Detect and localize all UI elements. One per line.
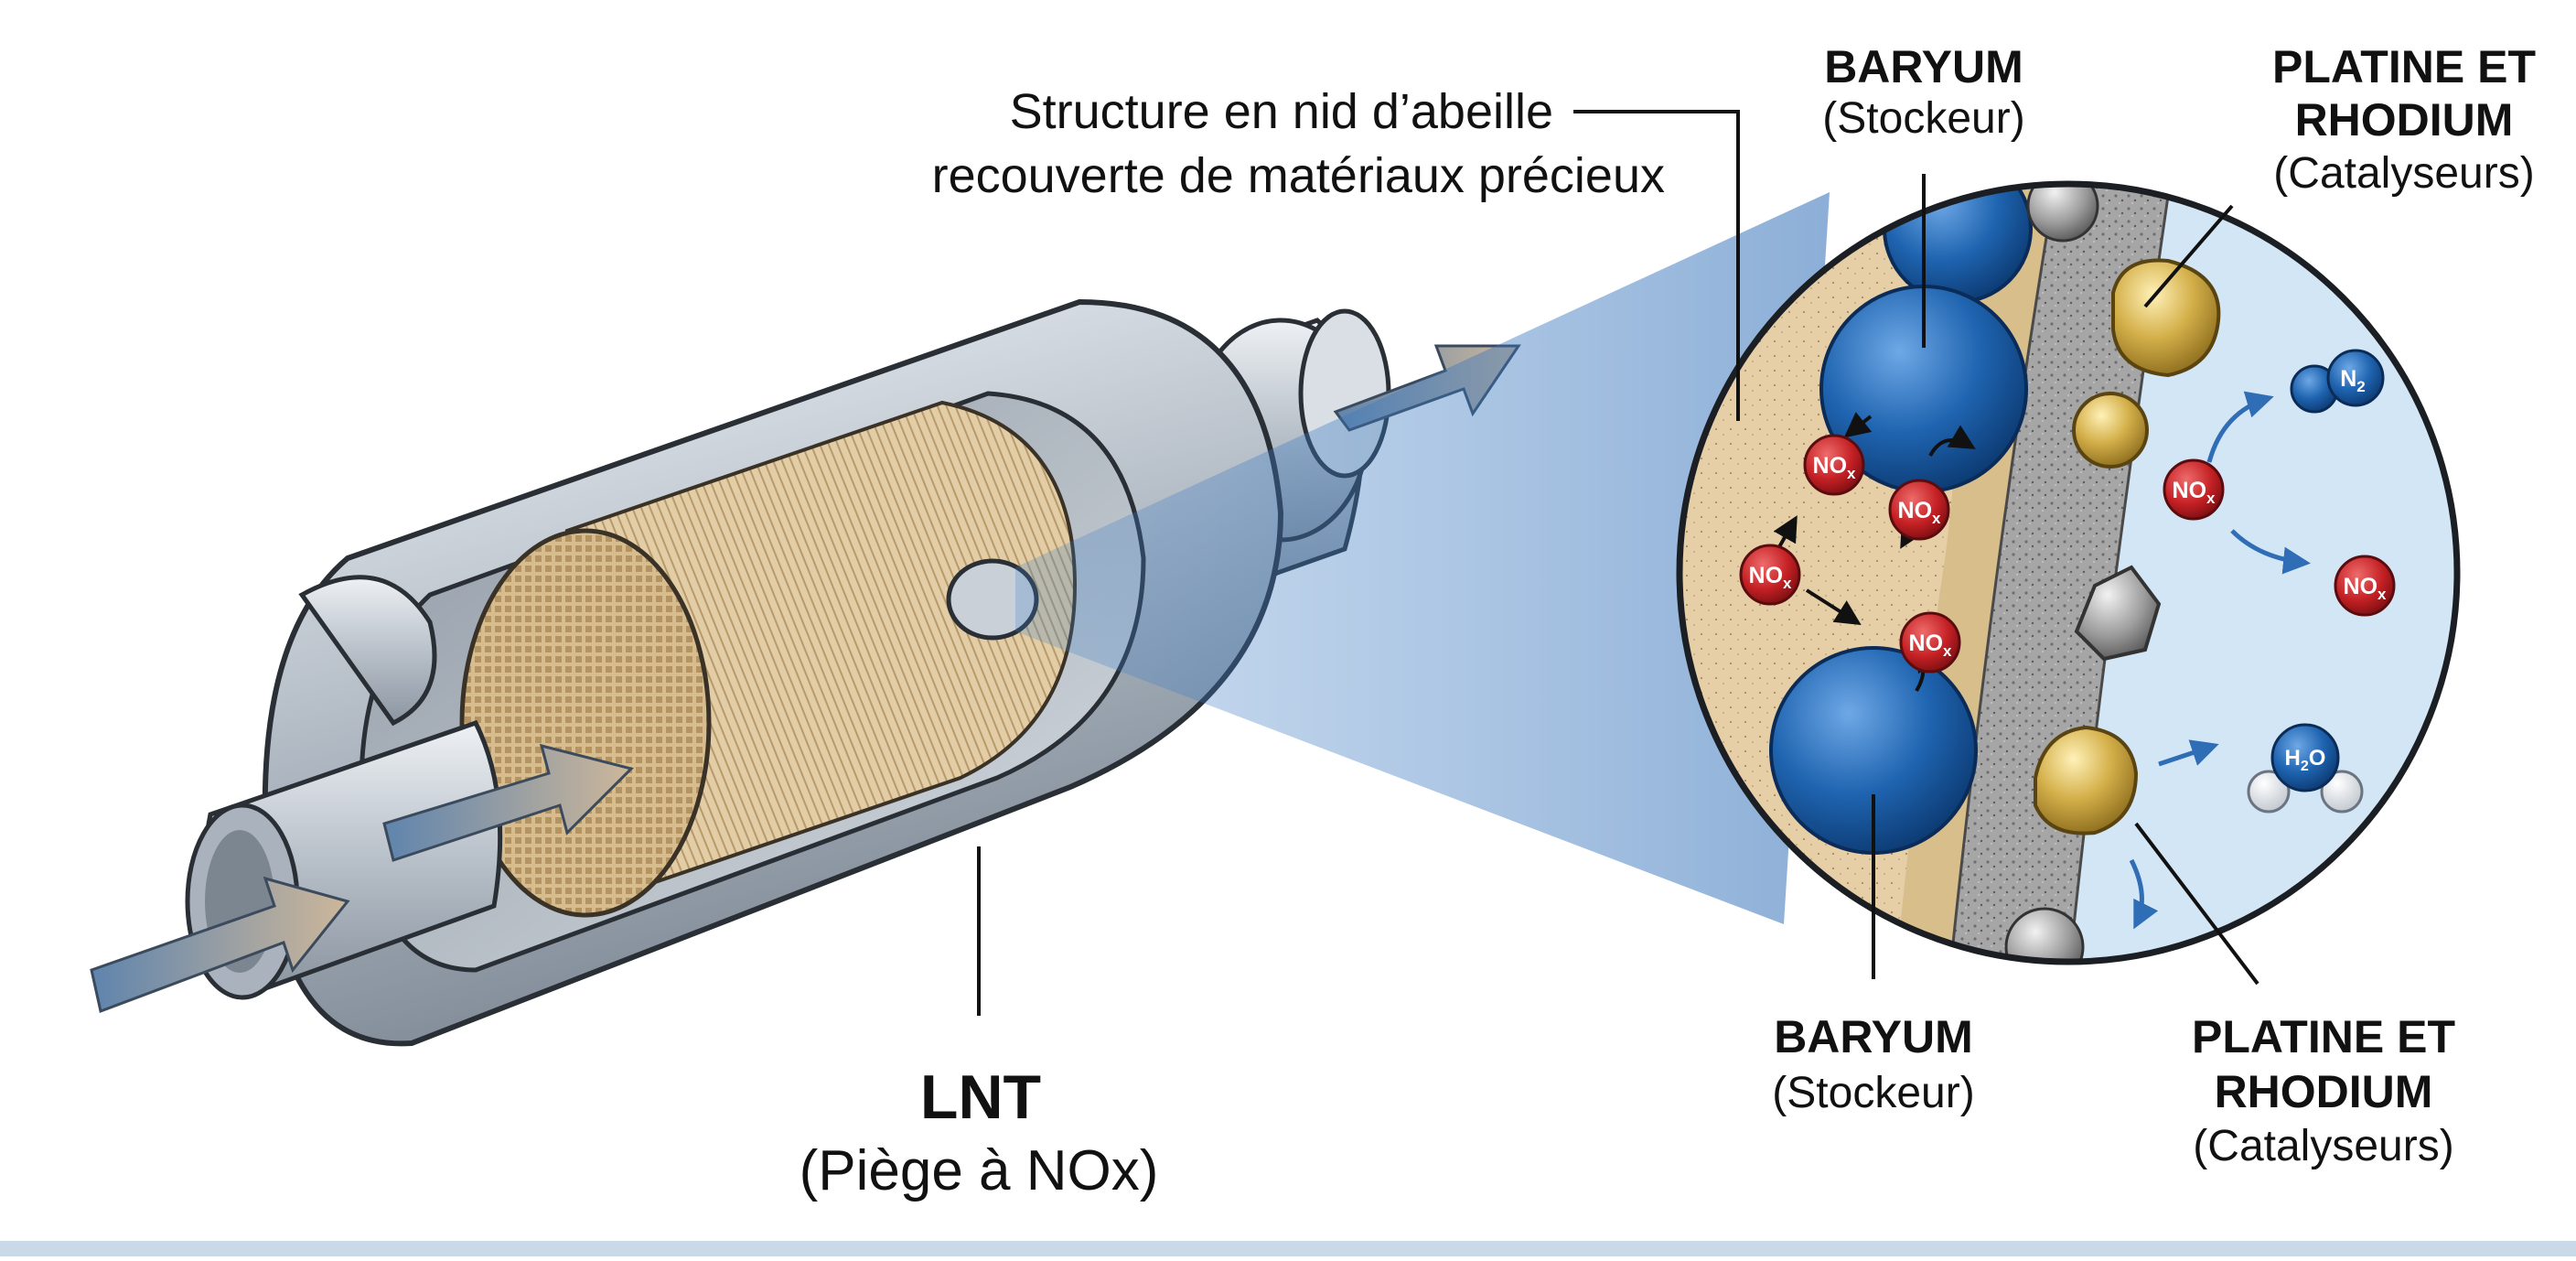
barium-bottom-role: (Stockeur) [1772, 1069, 1974, 1117]
catalyst-top-label: PLATINE ET RHODIUM (Catalyseurs) [2272, 41, 2536, 198]
honeycomb-label-line1: Structure en nid d’abeille [1010, 84, 1553, 139]
washcoat-particle [2026, 184, 2099, 242]
device-name: LNT [920, 1062, 1041, 1132]
catalyst-bottom-line1: PLATINE ET [2192, 1011, 2455, 1062]
catalyst-top-line2: RHODIUM [2295, 94, 2514, 146]
nox-molecule-icon: NOx [1899, 611, 1961, 674]
barium-top-role: (Stockeur) [1822, 94, 2024, 143]
zoom-circle-border [1676, 180, 2461, 965]
inlet-flange [298, 575, 437, 727]
svg-text:NOx: NOx [2173, 478, 2216, 507]
nox-molecule-icon: NOx [1888, 479, 1950, 541]
barium-bottom-name: BARYUM [1774, 1011, 1973, 1062]
svg-text:H2O: H2O [2285, 746, 2326, 774]
device-description: (Piège à NOx) [800, 1139, 1159, 1202]
svg-text:NOx: NOx [1813, 453, 1857, 482]
barium-top-label: BARYUM (Stockeur) [1822, 41, 2024, 143]
flow-arrow-icon [382, 743, 634, 862]
svg-text:NOx: NOx [1898, 498, 1942, 527]
catalyst-bottom-label: PLATINE ET RHODIUM (Catalyseurs) [2192, 1011, 2455, 1170]
svg-text:N2: N2 [2340, 366, 2366, 395]
device-label: LNT (Piège à NOx) [800, 1062, 1159, 1202]
honeycomb-label-line2: recouverte de matériaux précieux [932, 148, 1665, 203]
nox-molecule-icon: NOx [2334, 555, 2396, 617]
h2o-molecule-icon: H2O [2247, 723, 2364, 814]
bottom-frame-line [0, 1241, 2576, 1256]
n2-molecule-icon: N2 [2290, 349, 2385, 414]
catalyst-top-role: (Catalyseurs) [2273, 149, 2534, 198]
nox-molecule-icon: NOx [2163, 458, 2225, 521]
svg-text:NOx: NOx [2344, 574, 2388, 603]
catalyst-nugget [2074, 565, 2162, 662]
zoom-beam [1015, 192, 1830, 924]
catalyst-bottom-role: (Catalyseurs) [2193, 1122, 2453, 1170]
honeycomb-face [459, 528, 712, 918]
catalyst-bottom-line2: RHODIUM [2215, 1066, 2433, 1117]
svg-text:NOx: NOx [1749, 563, 1793, 592]
nox-molecule-icon: NOx [1803, 434, 1865, 496]
barium-bottom-label: BARYUM (Stockeur) [1772, 1011, 1974, 1117]
honeycomb-label: Structure en nid d’abeille recouverte de… [932, 84, 1665, 203]
washcoat-particle [2004, 907, 2085, 962]
barium-top-name: BARYUM [1824, 41, 2023, 92]
catalyst-nugget [2072, 392, 2149, 469]
zoom-detail: NOx NOx NOx NOx NOx NOx N2 [1676, 180, 2461, 965]
nox-molecule-icon: NOx [1739, 544, 1801, 606]
catalyst-nugget [2111, 258, 2221, 378]
leader-lines [977, 110, 2259, 1016]
catalyst-top-line1: PLATINE ET [2272, 41, 2536, 92]
catalyst-nugget [2034, 725, 2139, 835]
flow-arrow-icon [90, 876, 350, 1014]
svg-text:NOx: NOx [1909, 630, 1953, 660]
